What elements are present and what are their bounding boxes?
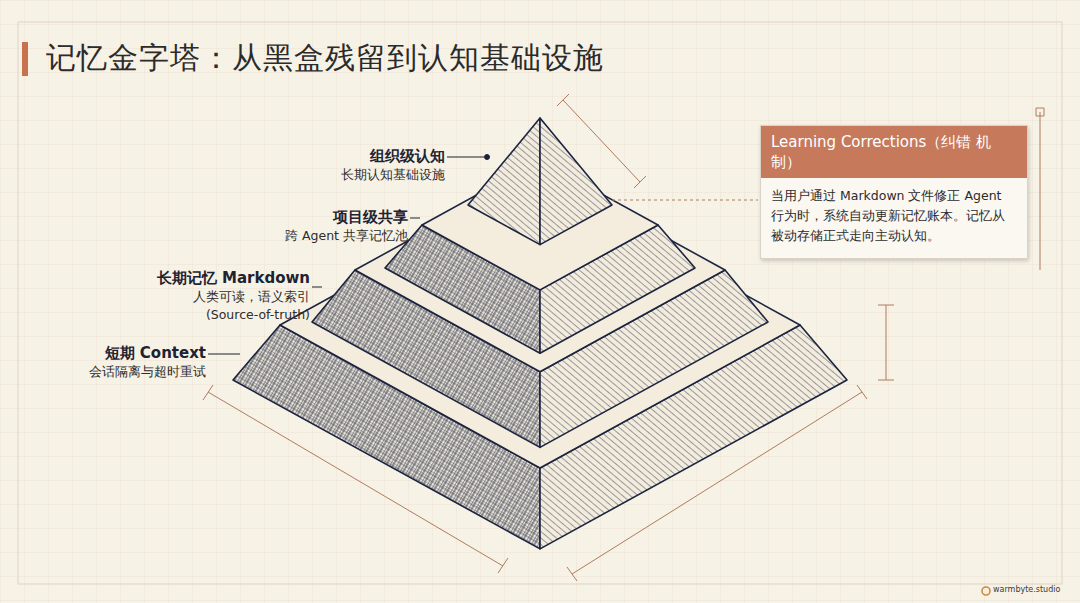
dimension-lines xyxy=(203,94,1044,581)
layer-heading: 短期 Context xyxy=(36,343,206,363)
layer-subtitle: 跨 Agent 共享记忆池 xyxy=(238,227,408,245)
callout-body: 当用户通过 Markdown 文件修正 Agent 行为时，系统自动更新记忆账本… xyxy=(761,178,1027,258)
layer-subtitle: 人类可读，语义索引 (Source-of-truth) xyxy=(140,288,310,324)
leader-lines xyxy=(208,155,490,355)
layer-label: 短期 Context会话隔离与超时重试 xyxy=(36,343,206,381)
layer-label: 项目级共享跨 Agent 共享记忆池 xyxy=(238,207,408,245)
layer-heading: 组织级认知 xyxy=(275,146,445,166)
layer-subtitle: 会话隔离与超时重试 xyxy=(36,363,206,381)
apex-right-face xyxy=(540,118,612,245)
title-bar xyxy=(22,42,28,76)
apex-left-face xyxy=(468,118,540,245)
layer-heading: 项目级共享 xyxy=(238,207,408,227)
callout-heading: Learning Corrections（纠错 机制） xyxy=(761,126,1027,178)
layer-label: 组织级认知长期认知基础设施 xyxy=(275,146,445,184)
diagram-title: 记忆金字塔：从黑盒残留到认知基础设施 xyxy=(46,38,604,79)
watermark-icon xyxy=(982,587,990,595)
callout-box: Learning Corrections（纠错 机制）当用户通过 Markdow… xyxy=(760,125,1028,259)
layer-heading: 长期记忆 Markdown xyxy=(140,268,310,288)
layer-subtitle: 长期认知基础设施 xyxy=(275,166,445,184)
layer-label: 长期记忆 Markdown人类可读，语义索引 (Source-of-truth) xyxy=(140,268,310,324)
page-frame xyxy=(18,22,1062,584)
pyramid xyxy=(233,118,847,549)
watermark: warmbyte.studio xyxy=(993,585,1060,594)
